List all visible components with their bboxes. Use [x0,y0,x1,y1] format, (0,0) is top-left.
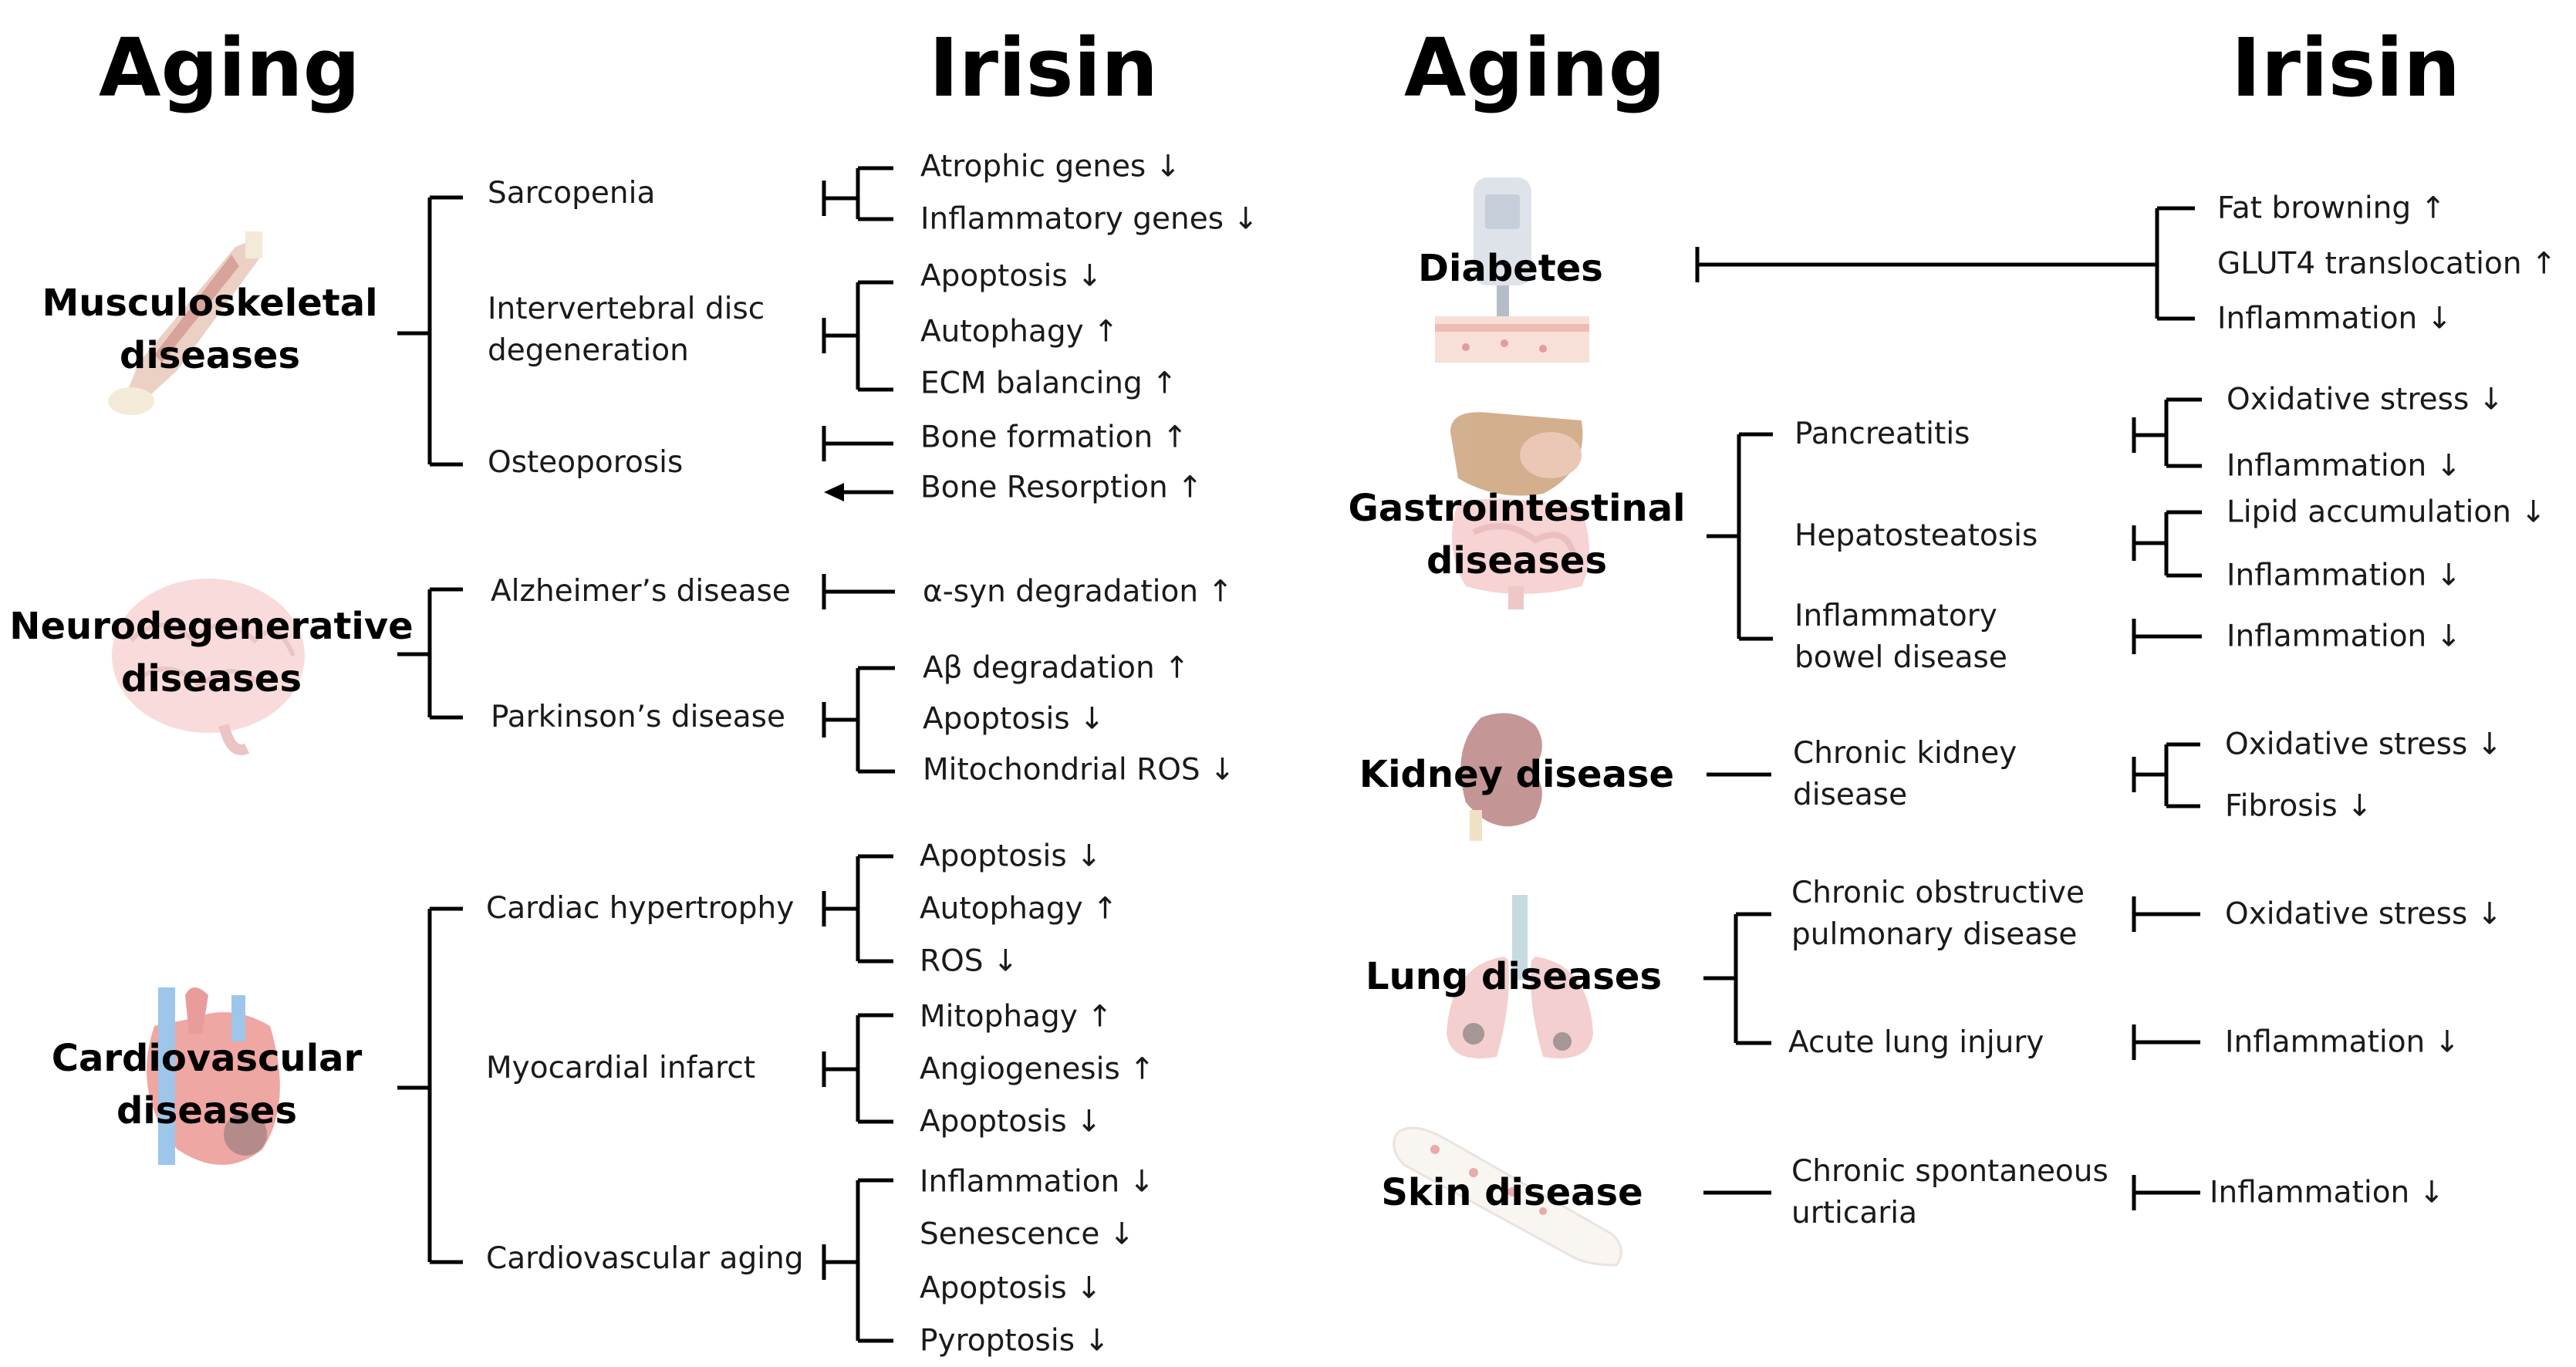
effect-item: Fibrosis ↓ [2225,788,2372,824]
effect-item: Inflammation ↓ [2217,301,2453,336]
disease-chronic-kidney: Chronic kidney disease [1793,736,2017,812]
disease-pancreatitis: Pancreatitis [1794,417,1970,451]
effect-item: Lipid accumulation ↓ [2227,494,2547,530]
lungs-icon [1447,895,1593,1058]
effect-item: Inflammation ↓ [2227,619,2462,654]
disease-cardiac-hypertrophy: Cardiac hypertrophy [486,891,795,926]
disease-copd: Chronic obstructive pulmonary disease [1791,876,2085,952]
disease-intervertebral-disc: Intervertebral disc degeneration [488,292,765,368]
right-aging-header: Aging [1404,21,1666,115]
disease-osteoporosis: Osteoporosis [488,445,684,480]
effect-item: Atrophic genes ↓ [920,149,1181,184]
effect-item: Pyroptosis ↓ [920,1323,1110,1359]
effect-item: Apoptosis ↓ [920,1104,1102,1139]
effect-item: Angiogenesis ↑ [920,1051,1155,1087]
effect-item: GLUT4 translocation ↑ [2217,246,2557,282]
disease-myocardial-infarct: Myocardial infarct [486,1051,756,1085]
effect-item: Fat browning ↑ [2217,191,2446,226]
category-diabetes: Diabetes [1418,247,1603,290]
effect-item: ROS ↓ [920,943,1018,979]
category-neurodegenerative: Neurodegenerative diseases [9,605,414,700]
kidney-icon [1460,713,1542,841]
effect-item: Apoptosis ↓ [923,701,1105,737]
muscle-leg-icon [108,231,262,415]
effect-item: Apoptosis ↓ [920,1271,1102,1306]
disease-csu: Chronic spontaneous urticaria [1791,1154,2108,1230]
category-lung: Lung diseases [1365,955,1663,998]
effect-item: Inflammation ↓ [2227,448,2462,484]
effect-item: Oxidative stress ↓ [2225,896,2503,932]
digestive-organs-icon [1450,412,1589,609]
effect-item: Autophagy ↑ [920,314,1119,349]
effect-item: Mitochondrial ROS ↓ [923,752,1235,788]
disease-cardiovascular-aging: Cardiovascular aging [486,1241,804,1276]
glucose-meter-icon [1435,177,1589,363]
category-musculoskeletal: Musculoskeletal diseases [42,282,378,377]
right-irisin-header: Irisin [2231,21,2461,115]
effect-item: Oxidative stress ↓ [2227,382,2504,417]
effect-item: Senescence ↓ [920,1217,1135,1252]
category-skin: Skin disease [1381,1171,1643,1214]
effect-item: Inflammation ↓ [2227,558,2462,593]
effect-item: Inflammation ↓ [2210,1175,2445,1210]
category-cardiovascular: Cardiovascular diseases [51,1037,363,1132]
skin-arm-icon [1393,1126,1622,1267]
disease-sarcopenia: Sarcopenia [488,176,656,211]
effect-item: Autophagy ↑ [920,891,1118,927]
effect-item: Mitophagy ↑ [920,999,1112,1035]
effect-item: ECM balancing ↑ [920,366,1177,401]
left-aging-header: Aging [99,21,361,115]
category-kidney: Kidney disease [1359,753,1675,796]
disease-acute-lung-injury: Acute lung injury [1788,1025,2044,1060]
effect-item: Inflammatory genes ↓ [920,201,1259,237]
disease-parkinsons: Parkinson’s disease [491,700,785,734]
left-irisin-header: Irisin [929,21,1159,115]
effect-item: α-syn degradation ↑ [923,574,1234,609]
disease-ibd: Inflammatory bowel disease [1794,599,2007,675]
effect-item: Inflammation ↓ [2225,1024,2460,1060]
category-gastrointestinal: Gastrointestinal diseases [1348,487,1686,582]
effect-item: Aβ degradation ↑ [923,650,1190,686]
heart-icon [147,987,280,1165]
effect-item: Apoptosis ↓ [920,839,1102,874]
disease-hepatosteatosis: Hepatosteatosis [1794,518,2038,553]
effect-item: Bone formation ↑ [920,420,1188,455]
brain-icon [112,579,305,755]
effect-item: Oxidative stress ↓ [2225,727,2503,762]
disease-alzheimers: Alzheimer’s disease [491,574,791,609]
effect-item: Inflammation ↓ [920,1164,1155,1200]
effect-item: Apoptosis ↓ [920,258,1102,294]
effect-item: Bone Resorption ↑ [920,470,1203,505]
